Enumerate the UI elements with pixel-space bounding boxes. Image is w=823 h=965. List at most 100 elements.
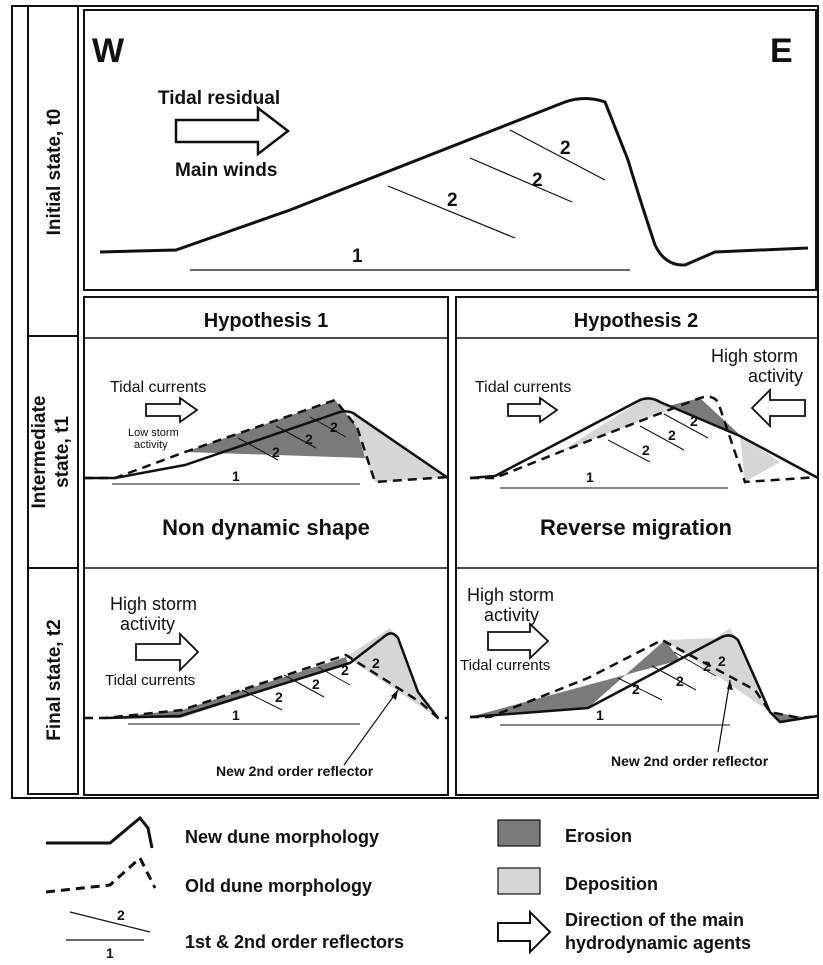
h1-low-storm-label-2: activity xyxy=(134,439,168,451)
reflector-2-label: 2 xyxy=(341,662,349,678)
h2-second-order-reflector xyxy=(663,413,709,439)
legend-deposition-swatch xyxy=(497,867,541,895)
h1-deposition-area xyxy=(352,414,448,482)
h2-caption: Reverse migration xyxy=(540,515,732,540)
h2-final-storm-arrow xyxy=(487,621,550,661)
legend-old-morphology-swatch xyxy=(45,855,157,894)
reflector-2-label: 2 xyxy=(703,658,711,674)
h1-second-order-reflector xyxy=(309,416,347,438)
reflector-1-label: 1 xyxy=(596,707,604,723)
tidal-residual-label: Tidal residual xyxy=(158,88,280,109)
h1-erosion-area xyxy=(185,400,365,458)
h2-new-reflector-note: New 2nd order reflector xyxy=(611,753,769,769)
reflector-2-label: 2 xyxy=(632,681,640,697)
h1-second-order-reflector xyxy=(275,425,317,449)
row-label-final: Final state, t2 xyxy=(44,619,65,740)
legend-old-morphology: Old dune morphology xyxy=(185,876,372,896)
reflector-2-label: 2 xyxy=(718,653,726,669)
legend-reflectors: 1st & 2nd order reflectors xyxy=(185,932,404,952)
reflector-2-label: 2 xyxy=(668,427,676,443)
h1-low-storm-label: Low storm xyxy=(128,427,179,439)
reflector-2-label: 2 xyxy=(117,907,125,923)
reflector-2-label: 2 xyxy=(447,190,458,211)
reflector-1-label: 1 xyxy=(106,945,114,961)
h1-final-second-order-reflector xyxy=(241,689,283,711)
h1-second-order-reflector xyxy=(237,437,279,461)
row-label-intermediate-line2: state, t1 xyxy=(52,416,73,488)
h2-final-old-profile xyxy=(470,638,819,720)
h2-pointer-head xyxy=(727,680,733,690)
h2-final-tidal-currents: Tidal currents xyxy=(460,657,550,674)
legend-direction-1: Direction of the main xyxy=(565,910,744,930)
h2-second-order-reflector xyxy=(607,439,651,463)
reflector-1-label: 1 xyxy=(586,469,594,485)
h1-final-new-profile xyxy=(104,632,439,720)
h1-storm-arrow xyxy=(135,631,200,673)
legend-erosion: Erosion xyxy=(565,826,632,846)
main-winds-label: Main winds xyxy=(175,160,277,181)
reflector-2-label: 2 xyxy=(532,170,543,191)
h2-erosion-area xyxy=(668,398,740,435)
h1-tidal-arrow xyxy=(145,396,199,424)
reflector-1-label: 1 xyxy=(232,707,240,723)
h2-storm-arrow xyxy=(750,387,806,429)
h1-caption: Non dynamic shape xyxy=(162,515,370,540)
h2-high-storm-label: High storm xyxy=(711,346,798,366)
row-label-initial: Initial state, t0 xyxy=(44,109,65,236)
h2-final-erosion-area xyxy=(470,640,680,717)
legend-direction-arrow xyxy=(497,909,552,955)
h2-tidal-arrow xyxy=(507,396,559,424)
reflector-2-label: 2 xyxy=(275,689,283,705)
initial-state-panel xyxy=(83,9,817,291)
h2-final-second-order-reflector xyxy=(651,665,697,691)
hypothesis-1-title: Hypothesis 1 xyxy=(204,310,328,332)
h2-tidal-currents-label: Tidal currents xyxy=(475,379,571,396)
main-direction-arrow xyxy=(174,105,291,157)
reflector-2-label: 2 xyxy=(330,419,338,435)
h1-final-deposition-area xyxy=(346,628,438,718)
reflector-2-label: 2 xyxy=(305,431,313,447)
reflector-1-label: 1 xyxy=(232,468,240,484)
reflector-2-label: 2 xyxy=(372,655,380,671)
initial-dune-profile xyxy=(99,97,809,267)
h2-final-new-profile xyxy=(469,634,819,724)
reflector-2-label: 2 xyxy=(312,676,320,692)
row-label-intermediate-line1: Intermediate xyxy=(29,396,50,509)
legend-erosion-swatch xyxy=(497,819,541,847)
h1-tidal-currents-below: Tidal currents xyxy=(105,672,195,689)
reflector-2-label: 2 xyxy=(642,442,650,458)
h2-reflector-pointer xyxy=(717,679,731,753)
reflector-2-label: 2 xyxy=(690,413,698,429)
row-label-cell-final xyxy=(27,567,79,795)
h1-pointer-head xyxy=(391,690,398,700)
hypothesis-2-panel xyxy=(455,296,819,796)
h1-new-reflector-note: New 2nd order reflector xyxy=(216,763,374,779)
hypothesis-2-title: Hypothesis 2 xyxy=(574,310,698,332)
h1-final-second-order-reflector xyxy=(283,674,325,698)
second-order-reflector xyxy=(387,185,516,239)
reflector-2-label: 2 xyxy=(676,673,684,689)
west-label: W xyxy=(92,32,125,70)
reflector-2-label: 2 xyxy=(560,138,571,159)
legend-deposition: Deposition xyxy=(565,874,658,894)
h2-old-dune-profile xyxy=(470,395,819,484)
second-order-reflector xyxy=(509,129,606,181)
reflector-1-label: 1 xyxy=(352,246,363,267)
h1-tidal-currents-label: Tidal currents xyxy=(110,379,206,396)
h2-final-second-order-reflector xyxy=(673,651,717,677)
h2-final-second-order-reflector xyxy=(617,677,663,701)
h2-high-storm-label-2: activity xyxy=(748,366,803,386)
h2-second-order-reflector xyxy=(639,425,685,451)
legend-new-morphology-swatch xyxy=(46,815,154,849)
hypothesis-1-panel xyxy=(83,296,449,796)
legend-new-morphology: New dune morphology xyxy=(185,827,379,847)
h1-new-dune-profile xyxy=(84,410,449,480)
h2-new-dune-profile xyxy=(469,397,819,480)
legend-second-order-line xyxy=(69,911,151,933)
legend-direction-2: hydrodynamic agents xyxy=(565,933,751,953)
h2-deposition-area xyxy=(740,435,780,482)
h1-reflector-pointer xyxy=(343,689,399,766)
east-label: E xyxy=(770,32,793,70)
second-order-reflector xyxy=(469,157,573,203)
